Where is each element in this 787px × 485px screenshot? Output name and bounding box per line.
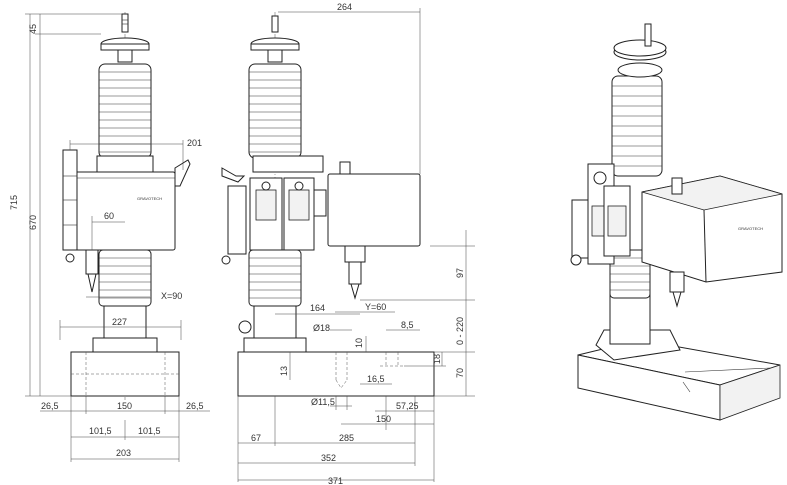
front-bellows <box>98 63 152 159</box>
dim-half-left: 101,5 <box>89 426 112 436</box>
side-head-box <box>327 173 421 247</box>
dim-base-height: 70 <box>455 368 465 378</box>
dim-travel: 0 - 220 <box>455 317 465 345</box>
iso-upper-bellows <box>611 75 663 177</box>
front-brand-label: GRAVOTECH <box>137 196 162 201</box>
side-lower-bellows <box>248 249 302 307</box>
dim-margin-left: 26,5 <box>41 401 59 411</box>
front-lower-bellows <box>98 249 152 307</box>
side-air-units <box>221 167 327 265</box>
iso-air-units <box>570 163 631 266</box>
dim-head-offset: 164 <box>310 303 325 313</box>
dim-slot-pitch: 10 <box>354 338 364 348</box>
dim-width-371: 371 <box>328 476 343 485</box>
dim-width-285: 285 <box>339 433 354 443</box>
dim-slot-width: 8,5 <box>401 320 414 330</box>
front-view: GRAVOTECH 715 <box>9 12 210 462</box>
dim-width-150: 150 <box>376 414 391 424</box>
dim-offset-57: 57,25 <box>396 401 419 411</box>
isometric-view: GRAVOTECH <box>570 23 783 421</box>
dim-hole-dia: Ø18 <box>313 323 330 333</box>
dim-total-height: 715 <box>9 195 19 210</box>
dim-top-height: 45 <box>28 24 38 34</box>
side-view: 264 97 0 - 220 70 18 164 Y=60 Ø18 8,5 10… <box>221 2 475 485</box>
iso-brand-label: GRAVOTECH <box>738 226 763 231</box>
dim-small-dia: Ø11,5 <box>311 397 335 407</box>
dim-half-right: 101,5 <box>138 426 161 436</box>
dim-base-inner: 150 <box>117 401 132 411</box>
dim-side-width: 201 <box>187 138 202 148</box>
dim-offset-x: 60 <box>104 211 114 221</box>
dim-top-width: 264 <box>337 2 352 12</box>
dim-width-352: 352 <box>321 453 336 463</box>
dim-x-label: X=90 <box>161 291 182 301</box>
dim-slot-depth: 18 <box>432 354 442 364</box>
side-bellows <box>248 63 302 159</box>
dim-column-width: 227 <box>112 317 127 327</box>
front-head-box <box>74 171 176 251</box>
dim-depth-13: 13 <box>279 366 289 376</box>
dim-slot-16: 16,5 <box>367 374 385 384</box>
dim-lower-height: 670 <box>28 215 38 230</box>
dim-width-67: 67 <box>251 433 261 443</box>
dim-margin-right: 26,5 <box>186 401 204 411</box>
dim-y-label: Y=60 <box>365 302 386 312</box>
dim-base-width: 203 <box>116 448 131 458</box>
dim-head-drop: 97 <box>455 268 465 278</box>
